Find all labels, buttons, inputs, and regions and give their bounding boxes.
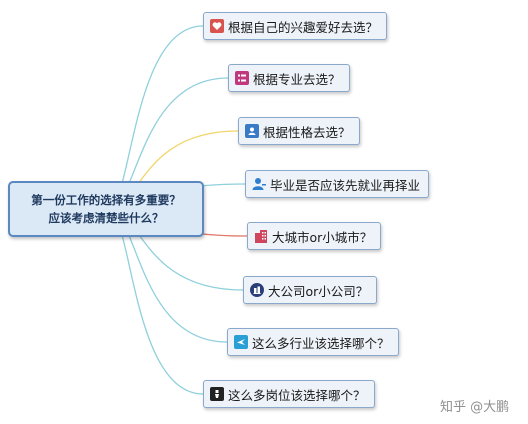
- branch-label: 根据专业去选？: [253, 71, 341, 87]
- branch-label: 根据性格去选？: [263, 124, 351, 140]
- branch-label: 大城市or小城市？: [272, 229, 373, 245]
- watermark: 知乎 @大鹏: [440, 400, 510, 415]
- heart-icon: [210, 19, 224, 33]
- badge-icon: [210, 387, 224, 401]
- branch-company-size[interactable]: 大公司or小公司？: [243, 276, 378, 304]
- branch-interest[interactable]: 根据自己的兴趣爱好去选？: [203, 12, 388, 40]
- branch-label: 根据自己的兴趣爱好去选？: [228, 19, 379, 35]
- branch-industry-choice[interactable]: 这么多行业该选择哪个？: [227, 328, 399, 356]
- user-icon: [252, 177, 266, 191]
- branch-personality[interactable]: 根据性格去选？: [238, 117, 360, 145]
- branch-label: 这么多岗位该选择哪个？: [228, 387, 366, 403]
- list-icon: [235, 71, 249, 85]
- root-topic-line-2: 应该考虑清楚些什么？: [48, 211, 164, 225]
- branch-employment-first[interactable]: 毕业是否应该先就业再择业: [245, 170, 430, 198]
- branch-position-choice[interactable]: 这么多岗位该选择哪个？: [203, 380, 375, 408]
- root-topic-line-1: 第一份工作的选择有多重要？: [31, 193, 181, 207]
- branch-major[interactable]: 根据专业去选？: [228, 64, 350, 92]
- airplane-icon: [234, 335, 248, 349]
- branch-city-size[interactable]: 大城市or小城市？: [247, 222, 382, 250]
- building-icon: [254, 229, 268, 243]
- company-icon: [250, 283, 264, 297]
- branch-label: 毕业是否应该先就业再择业: [270, 177, 421, 193]
- branch-label: 这么多行业该选择哪个？: [252, 335, 390, 351]
- branch-label: 大公司or小公司？: [268, 283, 369, 299]
- root-topic[interactable]: 第一份工作的选择有多重要？ 应该考虑清楚些什么？: [8, 181, 204, 237]
- person-card-icon: [245, 124, 259, 138]
